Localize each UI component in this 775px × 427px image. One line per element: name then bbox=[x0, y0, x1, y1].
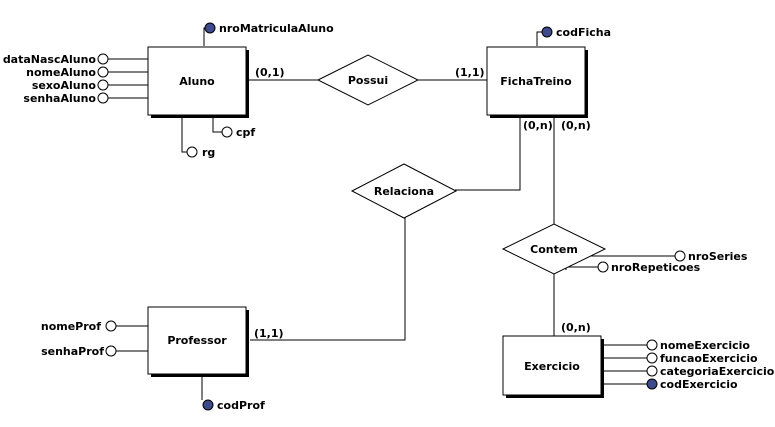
key-attribute-icon bbox=[204, 22, 216, 34]
attribute-categoriaExercicio[interactable]: categoriaExercicio bbox=[646, 365, 775, 378]
cardinalities: (0,1) (1,1) (0,n) (0,n) (1,1) (0,n) bbox=[254, 66, 591, 340]
line-rg bbox=[181, 115, 187, 153]
attribute-senhaAluno-label: senhaAluno bbox=[23, 92, 96, 105]
attribute-senhaProf[interactable]: senhaProf bbox=[41, 345, 117, 358]
line-nroRepeticoes bbox=[565, 266, 599, 270]
entity-aluno[interactable]: Aluno bbox=[147, 46, 249, 118]
attribute-icon bbox=[646, 365, 658, 377]
line-relaciona-professor bbox=[250, 218, 406, 341]
attribute-nroRepeticoes-label: nroRepeticoes bbox=[611, 261, 701, 274]
attribute-dataNascAluno[interactable]: dataNascAluno bbox=[3, 53, 109, 66]
entity-professor[interactable]: Professor bbox=[147, 306, 249, 377]
card-ficha-relaciona: (0,n) bbox=[523, 119, 553, 132]
attribute-icon bbox=[597, 261, 609, 273]
relationship-possui-label: Possui bbox=[348, 74, 388, 87]
attribute-icon bbox=[97, 92, 109, 104]
attribute-codFicha[interactable]: codFicha bbox=[541, 26, 611, 39]
entity-professor-label: Professor bbox=[167, 334, 227, 347]
key-attribute-icon bbox=[541, 26, 553, 38]
attribute-icon bbox=[646, 339, 658, 351]
line-codFicha bbox=[536, 31, 542, 46]
attribute-nomeAluno[interactable]: nomeAluno bbox=[26, 66, 109, 79]
attribute-icon bbox=[97, 66, 109, 78]
key-attribute-icon bbox=[202, 399, 214, 411]
attribute-funcaoExercicio-label: funcaoExercicio bbox=[660, 352, 758, 365]
attribute-nomeAluno-label: nomeAluno bbox=[26, 66, 96, 79]
attribute-icon bbox=[97, 53, 109, 65]
attribute-senhaAluno[interactable]: senhaAluno bbox=[23, 92, 109, 105]
attribute-cpf[interactable]: cpf bbox=[221, 126, 255, 139]
connection-lines bbox=[108, 27, 676, 400]
attribute-codProf-label: codProf bbox=[217, 399, 265, 412]
card-ficha-contem: (0,n) bbox=[561, 119, 591, 132]
attribute-nomeExercicio[interactable]: nomeExercicio bbox=[646, 339, 750, 352]
attribute-sexoAluno[interactable]: sexoAluno bbox=[32, 79, 109, 92]
card-aluno-possui: (0,1) bbox=[255, 66, 285, 79]
attribute-codFicha-label: codFicha bbox=[556, 26, 611, 39]
attribute-nroMatriculaAluno-label: nroMatriculaAluno bbox=[219, 22, 334, 35]
entity-exercicio-label: Exercicio bbox=[524, 360, 580, 373]
attribute-icon bbox=[105, 320, 117, 332]
entity-aluno-label: Aluno bbox=[179, 75, 215, 88]
attribute-icon bbox=[186, 146, 198, 158]
entity-fichatreino-label: FichaTreino bbox=[500, 75, 572, 88]
attribute-codProf[interactable]: codProf bbox=[202, 399, 265, 412]
line-ficha-relaciona bbox=[455, 117, 521, 191]
attribute-icon bbox=[105, 345, 117, 357]
entity-exercicio[interactable]: Exercicio bbox=[502, 335, 604, 398]
card-exercicio-contem: (0,n) bbox=[561, 321, 591, 334]
relationship-relaciona-label: Relaciona bbox=[374, 185, 434, 198]
card-professor-relaciona: (1,1) bbox=[254, 327, 284, 340]
attribute-categoriaExercicio-label: categoriaExercicio bbox=[660, 365, 775, 378]
attribute-nroMatriculaAluno[interactable]: nroMatriculaAluno bbox=[204, 22, 334, 35]
attribute-nroSeries[interactable]: nroSeries bbox=[674, 250, 748, 263]
attribute-icon bbox=[646, 352, 658, 364]
attribute-icon bbox=[674, 250, 686, 262]
attribute-nroSeries-label: nroSeries bbox=[688, 250, 748, 263]
attribute-funcaoExercicio[interactable]: funcaoExercicio bbox=[646, 352, 758, 365]
relationship-contem[interactable]: Contem bbox=[501, 223, 607, 275]
attribute-nroRepeticoes[interactable]: nroRepeticoes bbox=[597, 261, 701, 274]
attribute-nomeExercicio-label: nomeExercicio bbox=[660, 339, 750, 352]
line-cpf bbox=[212, 115, 222, 133]
relationship-contem-label: Contem bbox=[530, 243, 578, 256]
attribute-codExercicio[interactable]: codExercicio bbox=[646, 378, 738, 391]
card-ficha-possui: (1,1) bbox=[455, 66, 485, 79]
relationship-relaciona[interactable]: Relaciona bbox=[350, 163, 458, 219]
attribute-nomeProf[interactable]: nomeProf bbox=[41, 320, 117, 333]
attribute-icon bbox=[221, 126, 233, 138]
attribute-rg-label: rg bbox=[202, 146, 215, 159]
attribute-nomeProf-label: nomeProf bbox=[41, 320, 101, 333]
attribute-dataNascAluno-label: dataNascAluno bbox=[3, 53, 97, 66]
attribute-rg[interactable]: rg bbox=[186, 146, 215, 159]
attribute-codExercicio-label: codExercicio bbox=[660, 378, 738, 391]
entity-fichatreino[interactable]: FichaTreino bbox=[486, 46, 588, 118]
attribute-cpf-label: cpf bbox=[236, 126, 255, 139]
attribute-senhaProf-label: senhaProf bbox=[41, 345, 104, 358]
attribute-sexoAluno-label: sexoAluno bbox=[32, 79, 97, 92]
relationship-possui[interactable]: Possui bbox=[316, 54, 420, 106]
key-attribute-icon bbox=[646, 378, 658, 390]
attribute-icon bbox=[97, 79, 109, 91]
